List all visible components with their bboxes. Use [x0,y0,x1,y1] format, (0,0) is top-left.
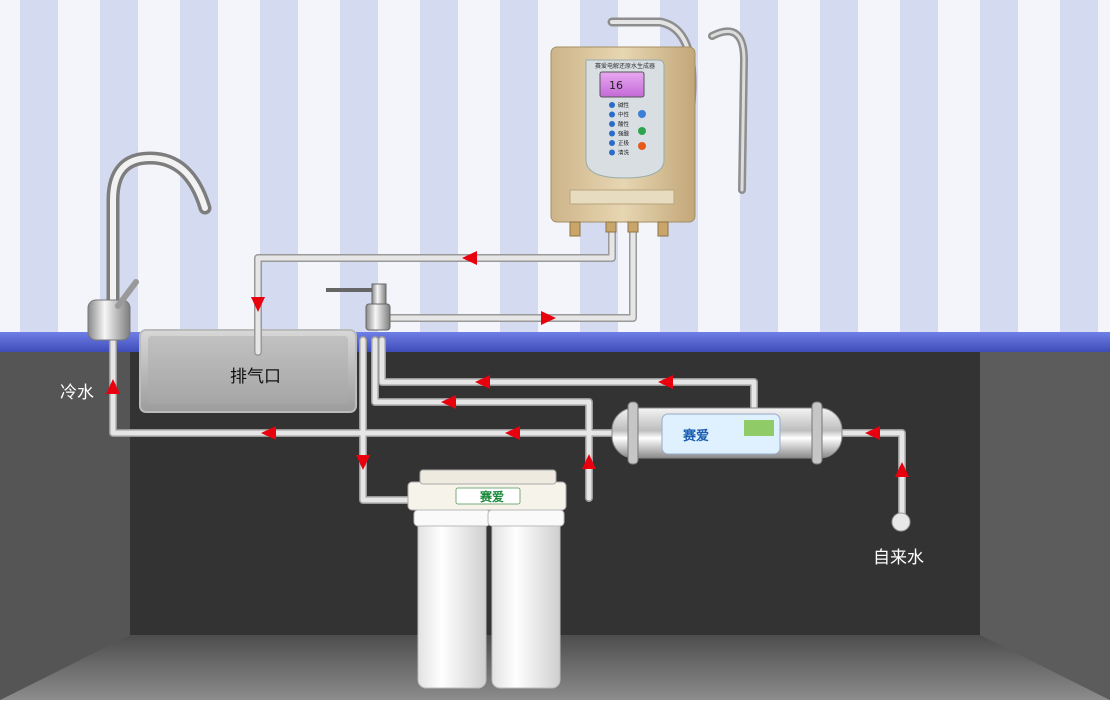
flow-arrow-left [658,375,673,389]
flow-arrow-left [441,395,456,409]
cold-water-label: 冷水 [60,383,94,403]
cartridge-brand-text: 赛爱 [479,489,504,504]
ionizer-menu-icon[interactable] [609,102,615,108]
ionizer-button-green[interactable] [638,127,646,135]
ionizer-menu-icon[interactable] [609,130,615,137]
flow-arrow-right [541,311,556,325]
ionizer-menu-icon[interactable] [609,111,615,118]
cartridge-filter: 赛爱 [407,469,567,689]
ionizer-menu-item[interactable]: 正极 [618,139,630,147]
cartridge-housing-left [417,509,487,689]
uf-brand-text: 赛爱 [682,428,709,444]
flow-arrow-up [582,454,596,469]
uf-filter: 赛爱 [611,401,843,465]
ionizer-title: 赛爱电解还原水生成器 [595,62,655,70]
faucet [87,151,212,341]
wall-stripe [500,0,538,335]
vent-label: 排气口 [230,367,281,387]
ionizer-info-label [569,189,675,205]
wall-stripe [340,0,378,335]
ionizer-menu-icon[interactable] [609,140,615,146]
flow-arrow-left [475,375,490,389]
ionizer-menu-item[interactable]: 酸性 [618,120,630,128]
wall-stripe [1060,0,1098,335]
ionizer-menu-icon[interactable] [609,121,615,127]
flow-arrow-up [895,462,909,477]
pure-water-tap [326,283,391,331]
ionizer-menu-item[interactable]: 清洗 [618,149,630,157]
flow-arrow-down [251,297,265,312]
ionizer-menu-icon[interactable] [609,149,615,156]
lcd-screen [599,71,645,98]
cartridge-housing-right [491,509,561,689]
wall-stripe [420,0,458,335]
ionizer-menu-item[interactable]: 碱性 [618,101,630,109]
ionizer-menu-item[interactable]: 中性 [618,111,630,119]
flow-arrow-left [505,426,520,440]
tap-water-label: 自来水 [873,548,924,568]
ionizer-button-orange[interactable] [638,142,646,150]
ionizer-button-blue[interactable] [638,110,646,118]
ionizer-menu-item[interactable]: 强酸 [618,130,630,138]
flow-arrow-left [865,426,880,440]
wall-stripe [20,0,58,335]
sink-basin [139,329,357,413]
tap-water-inlet [891,512,911,532]
cartridge-brand-label [455,487,521,505]
wall-stripe [980,0,1018,335]
wall-stripe [900,0,938,335]
wall-stripe [260,0,298,335]
flow-arrow-left [462,251,477,265]
flow-arrow-up [106,379,120,394]
flow-arrow-left [261,426,276,440]
flow-arrow-down [356,455,370,470]
flow-arrows [106,251,909,477]
wall-stripe [820,0,858,335]
lcd-value: 16 [609,79,623,92]
